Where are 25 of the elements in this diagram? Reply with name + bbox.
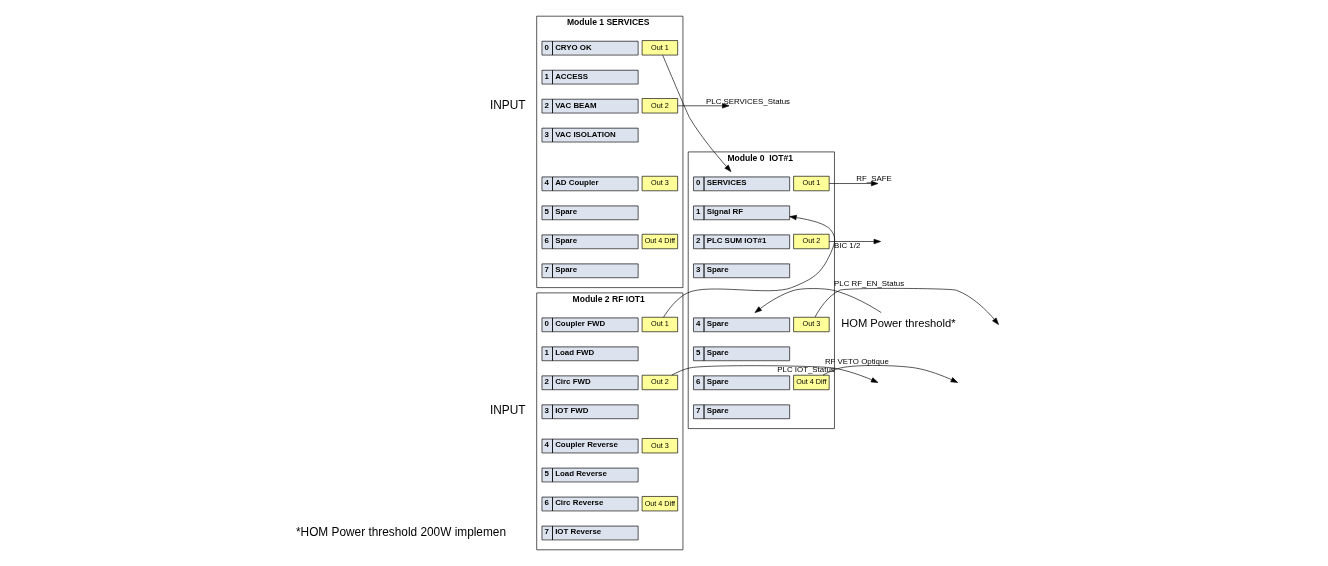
arrow: [677, 103, 730, 109]
arrow: [814, 288, 999, 325]
node-box: Out 4 Diff: [641, 496, 678, 512]
label: INPUT: [489, 97, 526, 112]
arrow: [663, 214, 836, 318]
node-box: Out 2: [641, 374, 678, 391]
arrow: [671, 365, 879, 383]
node-box: Out 1: [641, 316, 678, 333]
arrow: [828, 238, 881, 245]
node-box: Out 4 Diff: [793, 374, 830, 391]
node-box: Out 3: [641, 175, 678, 192]
arrow: [754, 288, 882, 313]
label: INPUT: [489, 403, 526, 418]
label: *HOM Power threshold 200W implemen: [296, 524, 506, 539]
node-box: Out 2: [793, 233, 830, 250]
node-box: Out 1: [793, 175, 830, 192]
arrow: [662, 54, 732, 172]
node-box: Out 3: [793, 316, 830, 333]
node-box: Out 2: [641, 98, 678, 114]
arrow: [829, 180, 879, 187]
node-box: Out 1: [641, 40, 678, 56]
node-text: HOM Power threshold*: [841, 317, 956, 330]
node-box: Out 3: [641, 438, 678, 454]
arrow: [822, 365, 958, 383]
node-box: Out 4 Diff: [641, 233, 678, 250]
